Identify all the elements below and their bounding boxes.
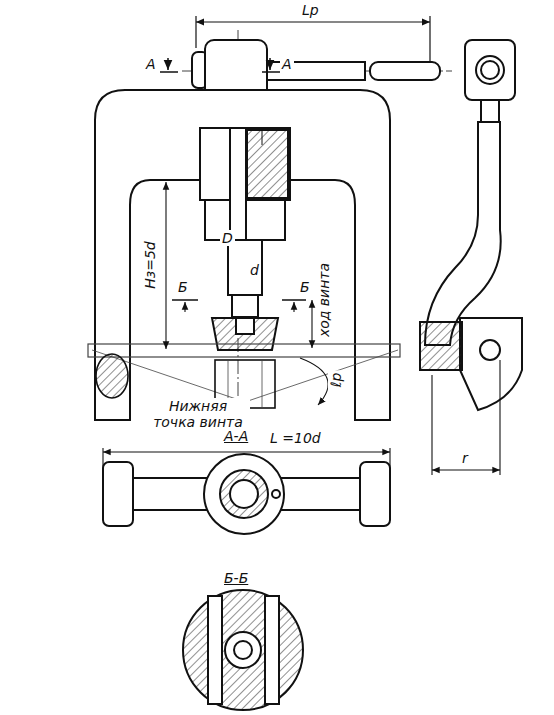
dimension-label: L =10d	[268, 430, 323, 446]
section-mark: Б	[298, 279, 312, 295]
dimension-label: ℓр	[328, 371, 344, 390]
section-mark: A	[280, 56, 294, 72]
dimension-label: Lр	[300, 2, 321, 18]
diameter-label: d	[248, 262, 261, 278]
note-label: Нижняя точка винта	[146, 398, 250, 430]
dimension-label: r	[460, 450, 470, 466]
dimension-label: Hз=5d	[142, 239, 158, 291]
section-title: Б-Б	[222, 570, 250, 586]
section-title: А-А	[222, 428, 250, 444]
diameter-label: D	[220, 230, 235, 246]
section-mark: A	[144, 56, 158, 72]
dimension-label: ход винта	[316, 261, 332, 339]
section-mark: Б	[176, 279, 190, 295]
